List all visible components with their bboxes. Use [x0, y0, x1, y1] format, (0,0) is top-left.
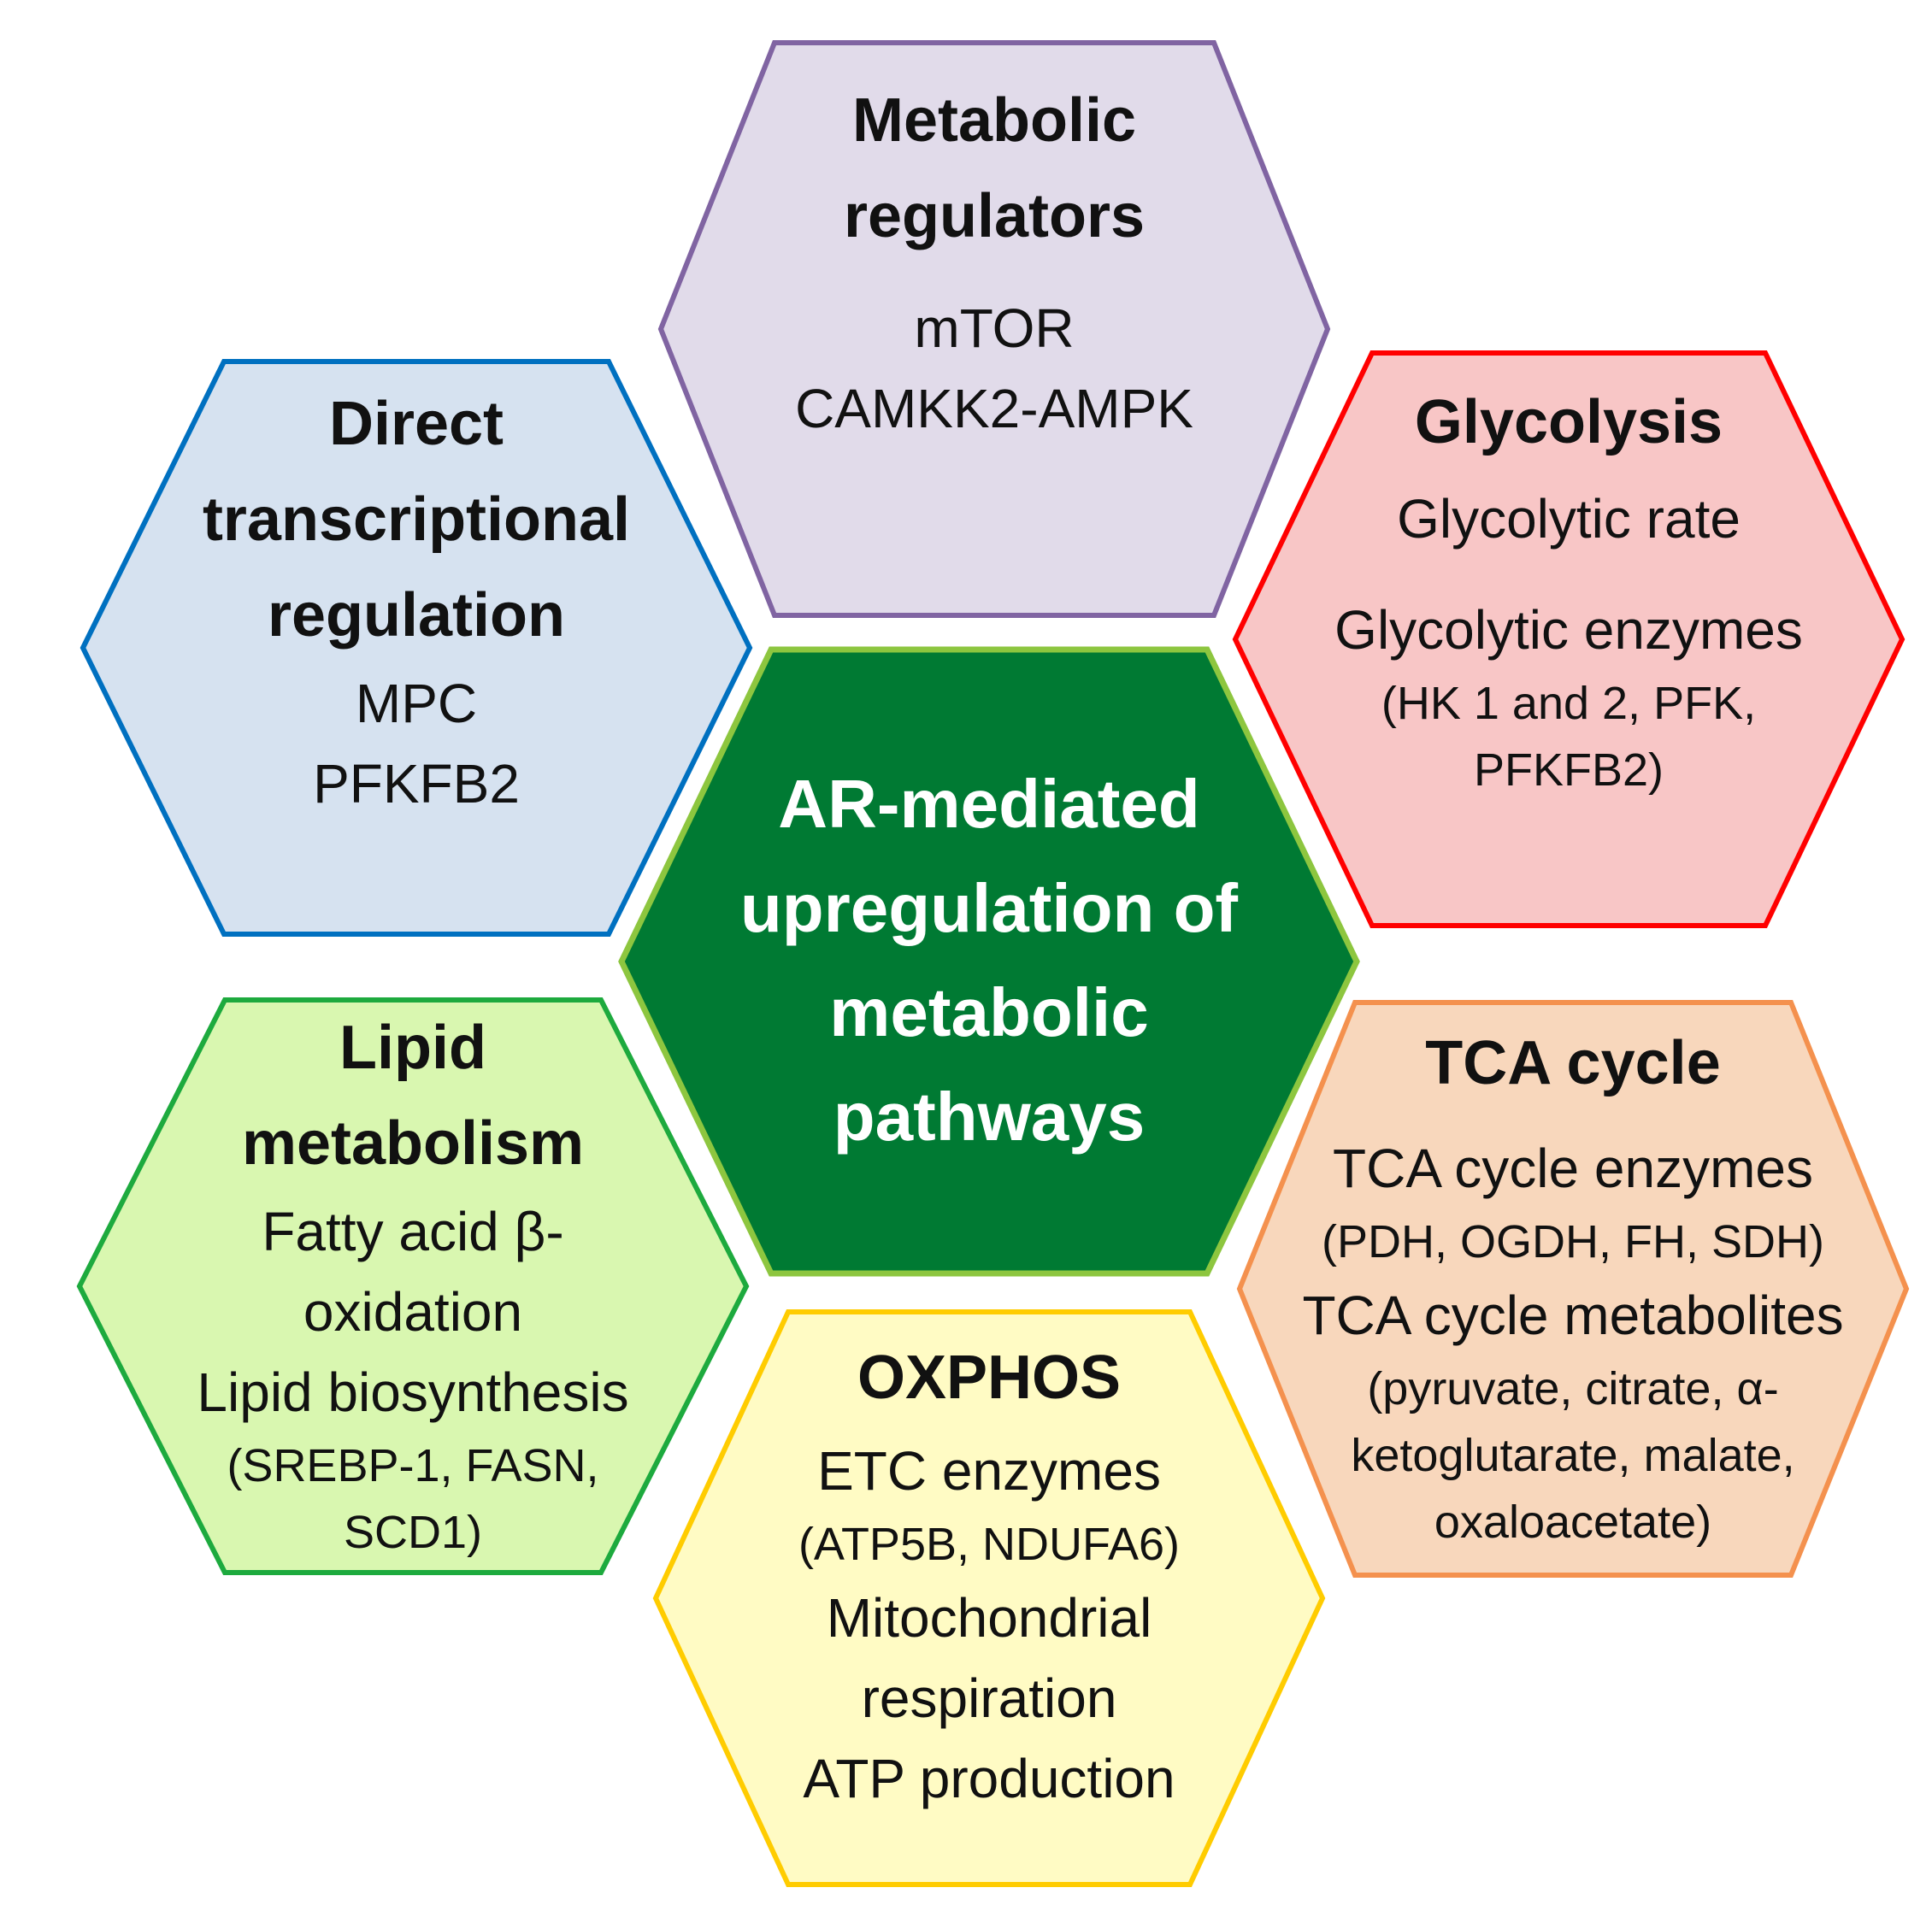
hex-direct-transcriptional-shape — [80, 359, 753, 937]
oxphos-item-2: respiration — [861, 1667, 1117, 1729]
hex-metabolic-regulators-shape — [657, 40, 1331, 618]
lipid-metabolism-item-2: oxidation — [303, 1281, 523, 1343]
oxphos-etc-label: ETC enzymes — [817, 1440, 1161, 1502]
metabolic-regulators-title-line-2: regulators — [843, 182, 1146, 250]
hex-glycolysis: Glycolysis Glycolytic rate Glycolytic en… — [1231, 349, 1906, 930]
tca-cycle-enzymes-label: TCA cycle enzymes — [1333, 1138, 1813, 1199]
direct-transcriptional-title-line-2: transcriptional — [202, 485, 631, 554]
hex-tca-cycle: TCA cycle TCA cycle enzymes (PDH, OGDH, … — [1235, 998, 1911, 1579]
center-line-4: pathways — [833, 1079, 1146, 1155]
oxphos-etc-details: (ATP5B, NDUFA6) — [798, 1519, 1181, 1570]
direct-transcriptional-item-pfkfb2: PFKFB2 — [313, 753, 520, 814]
lipid-metabolism-item-1: Fatty acid β- — [262, 1201, 564, 1262]
tca-cycle-metabolites-label: TCA cycle metabolites — [1302, 1285, 1844, 1346]
hex-center-shape — [618, 646, 1360, 1277]
direct-transcriptional-text: Direct transcriptional regulation MPC PF… — [160, 376, 673, 824]
center-line-1: AR-mediated — [778, 766, 1200, 842]
hex-tca-cycle-shape — [1236, 1000, 1910, 1578]
lipid-metabolism-title-line-1: Lipid — [339, 1014, 486, 1082]
glycolysis-details-line-1: (HK 1 and 2, PFK, — [1381, 678, 1757, 729]
lipid-metabolism-details-line-1: (SREBP-1, FASN, — [227, 1440, 599, 1491]
metabolic-regulators-text: Metabolic regulators mTOR CAMKK2-AMPK — [780, 73, 1208, 449]
oxphos-item-1: Mitochondrial — [826, 1587, 1152, 1649]
glycolysis-details-line-2: PFKFB2) — [1473, 744, 1664, 796]
metabolic-regulators-title-line-1: Metabolic — [851, 86, 1137, 155]
hex-glycolysis-shape — [1232, 350, 1905, 928]
lipid-metabolism-title-line-2: metabolism — [241, 1109, 585, 1178]
tca-cycle-enzymes: (PDH, OGDH, FH, SDH) — [1322, 1216, 1824, 1267]
hex-oxphos: OXPHOS ETC enzymes (ATP5B, NDUFA6) Mitoc… — [651, 1308, 1327, 1889]
metabolic-regulators-item-camkk2-ampk: CAMKK2-AMPK — [795, 378, 1193, 439]
center-line-2: upregulation of — [739, 870, 1239, 946]
hex-direct-transcriptional-regulation: Direct transcriptional regulation MPC PF… — [79, 357, 754, 938]
oxphos-title: OXPHOS — [857, 1344, 1122, 1412]
hex-oxphos-shape — [652, 1309, 1326, 1887]
center-text: AR-mediated upregulation of metabolic pa… — [733, 752, 1246, 1169]
tca-cycle-metabolites-line-1: (pyruvate, citrate, α- — [1367, 1363, 1779, 1414]
hex-metabolic-regulators: Metabolic regulators mTOR CAMKK2-AMPK — [657, 38, 1332, 620]
glycolysis-item-enzymes: Glycolytic enzymes — [1334, 599, 1803, 661]
lipid-metabolism-item-3: Lipid biosynthesis — [197, 1361, 629, 1423]
oxphos-text: OXPHOS ETC enzymes (ATP5B, NDUFA6) Mitoc… — [733, 1330, 1246, 1819]
glycolysis-title: Glycolysis — [1414, 388, 1723, 456]
metabolic-regulators-item-mtor: mTOR — [914, 297, 1075, 359]
center-line-3: metabolic — [829, 974, 1149, 1050]
direct-transcriptional-title-line-3: regulation — [267, 581, 565, 650]
hex-lipid-metabolism: Lipid metabolism Fatty acid β- oxidation… — [75, 996, 751, 1577]
direct-transcriptional-item-mpc: MPC — [355, 673, 478, 734]
tca-cycle-metabolites-line-2: ketoglutarate, malate, — [1351, 1430, 1795, 1481]
glycolysis-text: Glycolysis Glycolytic rate Glycolytic en… — [1312, 374, 1825, 803]
lipid-metabolism-details-line-2: SCD1) — [343, 1507, 483, 1558]
hex-center-ar-mediated: AR-mediated upregulation of metabolic pa… — [617, 645, 1361, 1278]
tca-cycle-metabolites-line-3: oxaloacetate) — [1434, 1497, 1712, 1548]
hex-lipid-metabolism-shape — [76, 997, 750, 1575]
glycolysis-item-rate: Glycolytic rate — [1397, 488, 1741, 550]
oxphos-item-3: ATP production — [803, 1748, 1175, 1809]
tca-cycle-title: TCA cycle — [1425, 1029, 1721, 1097]
tca-cycle-text: TCA cycle TCA cycle enzymes (PDH, OGDH, … — [1274, 1015, 1872, 1555]
lipid-metabolism-text: Lipid metabolism Fatty acid β- oxidation… — [156, 1000, 669, 1566]
direct-transcriptional-title-line-1: Direct — [328, 390, 504, 458]
